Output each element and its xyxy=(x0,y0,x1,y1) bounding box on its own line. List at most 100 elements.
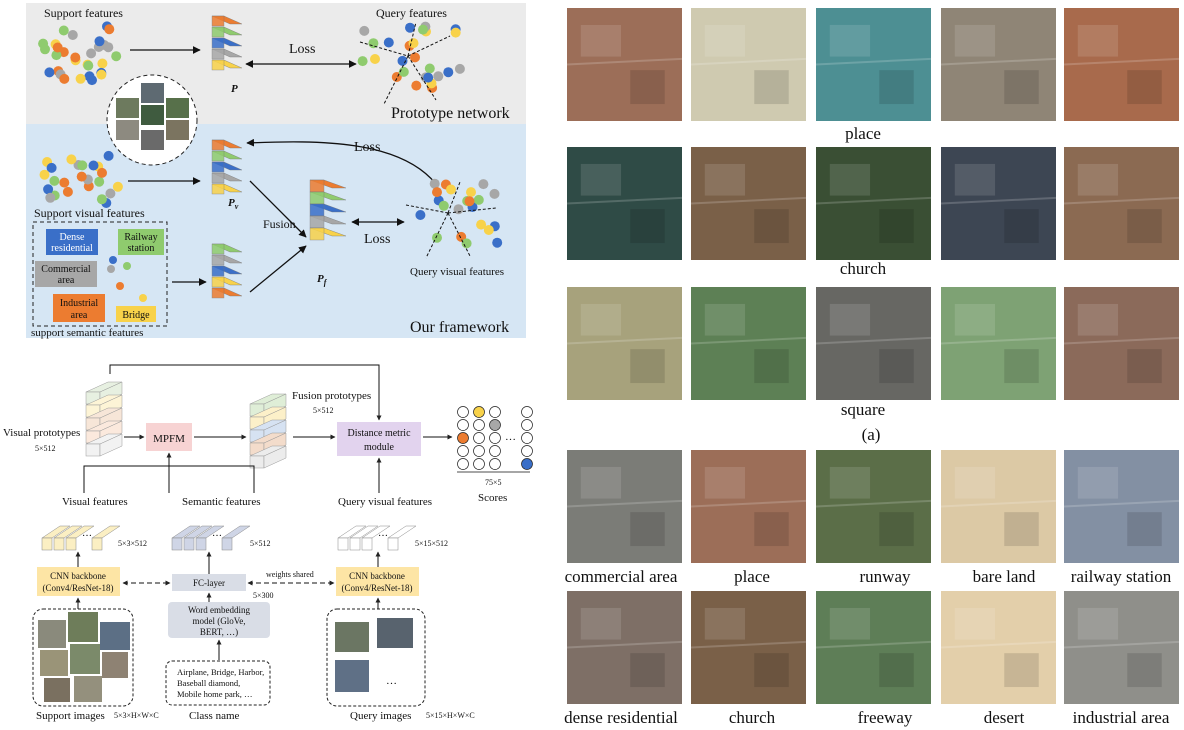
feature-dot xyxy=(45,192,56,203)
query-images-label: Query images xyxy=(350,710,411,722)
gallery-a-tile-detail xyxy=(704,303,746,336)
gallery-b-tile-detail xyxy=(754,653,789,688)
gallery-b-tile-detail xyxy=(954,466,996,499)
gallery-a-tile xyxy=(567,147,682,260)
feature-dot xyxy=(418,24,428,35)
gallery-a-tile-detail xyxy=(1077,163,1119,196)
gallery-a-tile-detail xyxy=(1063,336,1180,345)
score-cell xyxy=(473,458,485,470)
gallery-b-tile-detail xyxy=(1063,640,1180,649)
gallery-a-tile-detail xyxy=(754,349,789,384)
gallery-b-tile-detail xyxy=(829,466,871,499)
gallery-a-tile-detail xyxy=(690,57,807,66)
gallery-a-tile-detail xyxy=(580,163,622,196)
gallery-a-tile-detail xyxy=(829,24,871,57)
feature-dot xyxy=(66,154,77,165)
loss-upper-label: Loss xyxy=(354,140,380,155)
feature-dot xyxy=(96,69,107,80)
feature-dot xyxy=(46,162,57,173)
sem-dense-residential-tag xyxy=(46,229,98,255)
fusion-prototypes-stack xyxy=(249,393,287,469)
gallery-a-tile-detail xyxy=(1077,303,1119,336)
gallery-a-tile xyxy=(1064,287,1179,400)
score-cell xyxy=(521,458,533,470)
feature-dot xyxy=(443,67,454,78)
gallery-b-tile-detail xyxy=(566,640,683,649)
gallery-b-tile-detail xyxy=(690,499,807,508)
visual-features-label: Visual features xyxy=(62,496,128,508)
gallery-a-tile-detail xyxy=(580,24,622,57)
score-cell xyxy=(521,406,533,418)
fc-layer-box xyxy=(172,574,246,591)
feature-dot xyxy=(453,204,464,215)
query-features-dots xyxy=(357,21,465,93)
gallery-a-tile-detail xyxy=(754,209,789,244)
fusion-prototypes-label: Fusion prototypes xyxy=(292,390,371,402)
gallery-a-tile xyxy=(941,147,1056,260)
feature-dot xyxy=(432,187,442,198)
gallery-a-tile-detail xyxy=(1127,209,1162,244)
our-framework-title: Our framework xyxy=(410,319,509,336)
gallery-a-tile-detail xyxy=(1004,209,1039,244)
score-cell xyxy=(489,432,501,444)
class-names-text-1: Airplane, Bridge, Harbor, xyxy=(177,667,264,677)
gallery-b-tile-detail xyxy=(1127,512,1162,547)
gallery-row-label-church: church xyxy=(840,259,887,278)
sem-bridge-text: Bridge xyxy=(122,310,150,321)
semantic-features-blocks: … xyxy=(171,525,251,551)
sem-railway-station-tag xyxy=(118,229,164,255)
vp-stack-layer-front xyxy=(85,443,101,457)
gallery-a-tile-detail xyxy=(954,163,996,196)
query-images-ellipsis: … xyxy=(386,675,397,687)
gallery-row5-label: freeway xyxy=(858,708,913,727)
loss-upper-curve-arrow xyxy=(246,138,437,185)
feature-dot xyxy=(58,25,69,36)
gallery-a-tile xyxy=(941,8,1056,121)
gallery-row4-label: railway station xyxy=(1071,567,1172,586)
pv-stack-layer-front xyxy=(211,172,225,184)
scores-ellipsis: … xyxy=(505,431,516,443)
feature-dot xyxy=(97,58,108,69)
feature-dot xyxy=(111,51,122,62)
p-stack-layer-front xyxy=(211,37,225,49)
distance-metric-label-2: module xyxy=(364,442,395,453)
score-cell xyxy=(457,445,469,457)
semantic-features-to-mpfm-line xyxy=(169,465,255,493)
gallery-b-tile-detail xyxy=(815,640,932,649)
semantic-features-box xyxy=(32,221,168,327)
scores-label: Scores xyxy=(478,492,507,504)
gallery-a-tile xyxy=(691,287,806,400)
gallery-a-tile-detail xyxy=(940,57,1057,66)
gallery-panel-a-label: (a) xyxy=(862,425,881,444)
word-embedding-text-3: BERT, …) xyxy=(200,627,238,637)
gallery-row-label-place: place xyxy=(845,124,881,143)
cnn-backbone-left-text-1: CNN backbone xyxy=(50,571,106,581)
gallery-a-tile-detail xyxy=(580,303,622,336)
score-cell xyxy=(457,406,469,418)
feature-dot xyxy=(357,56,368,67)
cnn-backbone-right-text-2: (Conv4/ResNet-18) xyxy=(342,583,413,593)
pf-stack-layer-front xyxy=(309,179,325,193)
sem-dot-orange xyxy=(116,282,124,290)
fp-stack-layer-side xyxy=(263,445,287,469)
support-visual-dots xyxy=(39,150,123,208)
mpfm-label: MPFM xyxy=(153,433,185,445)
feature-dot xyxy=(489,188,500,199)
class-names-text-3: Mobile home park, … xyxy=(177,689,253,699)
support-images-dim: 5×3×H×W×C xyxy=(114,711,159,720)
prototype-pv-stack xyxy=(211,139,243,195)
score-cell xyxy=(473,406,485,418)
scores-dim: 75×5 xyxy=(485,478,502,487)
gallery-b-tile xyxy=(567,591,682,704)
gallery-a-tile-detail xyxy=(954,24,996,57)
feature-dot xyxy=(96,194,107,205)
fusion-prototypes-dim: 5×512 xyxy=(313,406,334,415)
feature-dot xyxy=(103,42,114,53)
support-semantic-features-label: support semantic features xyxy=(31,327,143,339)
gallery-b-tile-detail xyxy=(1077,466,1119,499)
visual-features-to-mpfm-line xyxy=(83,465,169,493)
gallery-a-tile-detail xyxy=(566,57,683,66)
feature-dot xyxy=(383,37,394,48)
gallery-row5-label: dense residential xyxy=(564,708,678,727)
feature-dot xyxy=(83,60,94,71)
